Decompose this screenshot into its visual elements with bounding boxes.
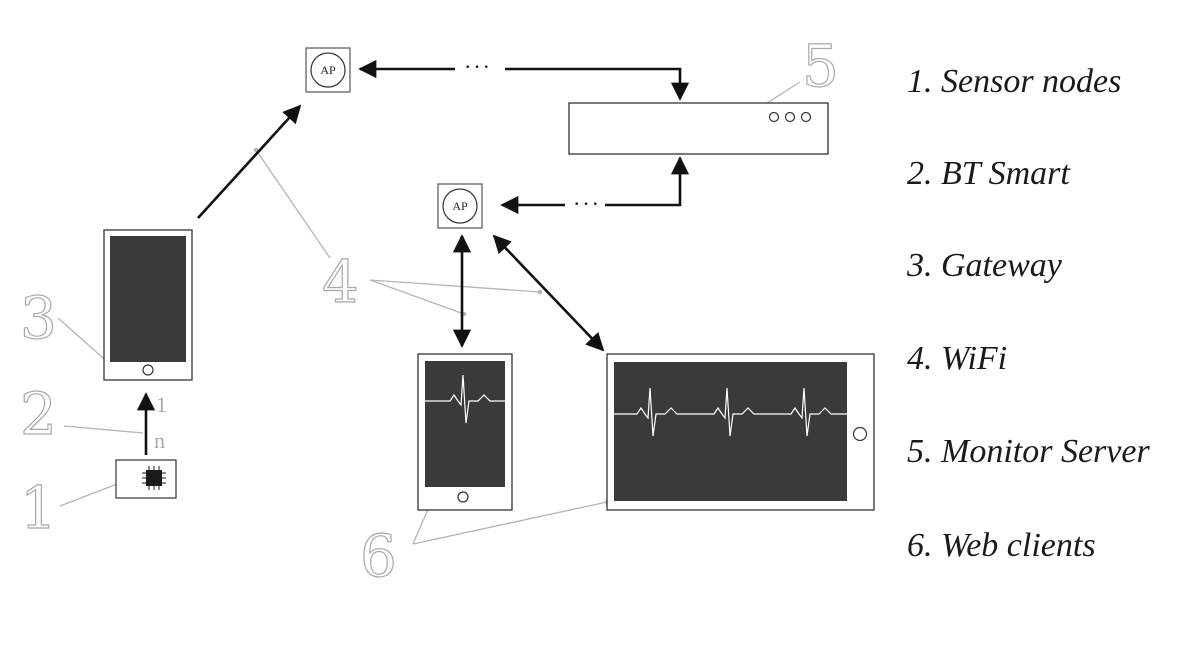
legend-item-web-clients: 6. Web clients: [907, 527, 1096, 564]
monitor-server: [568, 102, 829, 155]
sensor-node: [115, 459, 177, 499]
legend: 1. Sensor nodes 2. BT Smart 3. Gateway 4…: [906, 63, 1150, 564]
web-client-phone: [417, 353, 513, 511]
callout-1: 1: [20, 474, 57, 542]
ecg-trace-tablet: [614, 387, 847, 437]
ellipsis-top: ···: [464, 54, 492, 79]
legend-item-bt-smart: 2. BT Smart: [907, 155, 1071, 192]
cardinality-n: n: [154, 428, 165, 453]
ellipsis-bottom: ···: [573, 191, 601, 216]
callout-4: 4: [322, 248, 359, 316]
server-to-ap-bottom-right: [605, 156, 690, 207]
access-point-top: AP: [305, 47, 351, 93]
cardinality-one: 1: [156, 392, 167, 417]
chip-icon: [142, 466, 166, 490]
legend-item-sensor-nodes: 1. Sensor nodes: [907, 63, 1121, 100]
server-to-ap-top-right: [505, 67, 690, 101]
gateway-phone: [103, 229, 193, 381]
ecg-trace-phone: [425, 374, 505, 424]
callout-6: 6: [360, 522, 397, 590]
ap-label-top: AP: [320, 63, 336, 77]
connection-arrows: [136, 59, 690, 455]
callout-3: 3: [20, 284, 57, 352]
legend-item-monitor-server: 5. Monitor Server: [907, 433, 1150, 470]
gateway-to-ap-arrow: [197, 104, 302, 219]
callout-2: 2: [20, 380, 57, 448]
ap-label-bottom: AP: [452, 199, 468, 213]
access-point-bottom: AP: [437, 183, 483, 229]
legend-item-wifi: 4. WiFi: [907, 340, 1007, 377]
legend-item-gateway: 3. Gateway: [906, 247, 1063, 284]
ap-tablet-arrow: [492, 234, 605, 352]
web-client-tablet: [606, 353, 875, 511]
callout-5: 5: [802, 32, 839, 100]
